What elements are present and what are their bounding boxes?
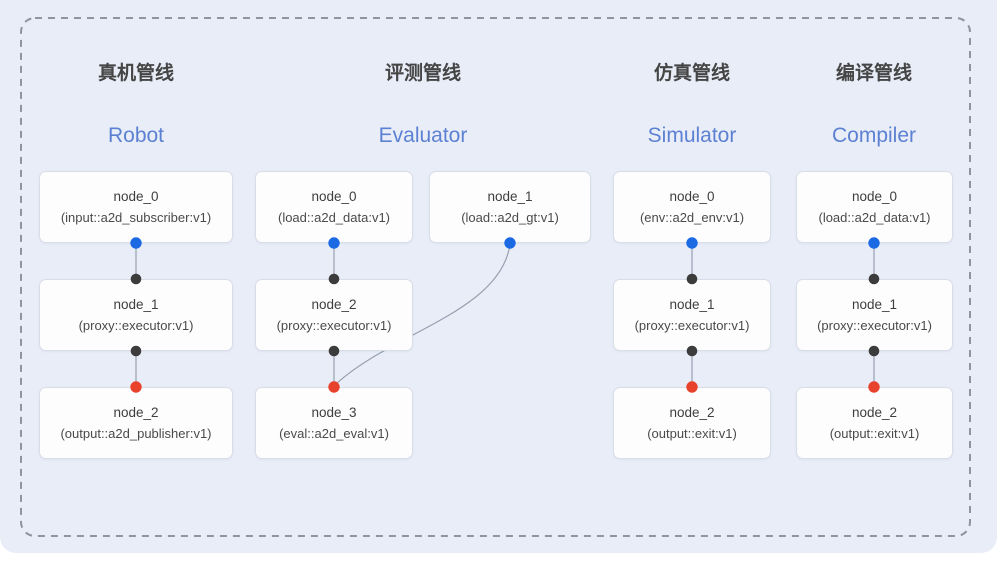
- node-implementation: (proxy::executor:v1): [78, 318, 194, 333]
- node-card-evaluator-node_2: node_2(proxy::executor:v1): [255, 279, 413, 351]
- pipeline-title-en-evaluator: Evaluator: [378, 124, 468, 147]
- node-title: node_2: [311, 297, 357, 312]
- node-card-compiler-node_2: node_2(output::exit:v1): [796, 387, 953, 459]
- node-title: node_2: [851, 405, 898, 420]
- node-implementation: (input::a2d_subscriber:v1): [60, 210, 212, 225]
- node-implementation: (proxy::executor:v1): [634, 318, 750, 333]
- node-card-simulator-node_0: node_0(env::a2d_env:v1): [613, 171, 771, 243]
- node-card-compiler-node_0: node_0(load::a2d_data:v1): [796, 171, 953, 243]
- node-title: node_0: [669, 189, 715, 204]
- pipeline-title-en-robot: Robot: [107, 124, 165, 147]
- pipeline-title-en-compiler: Compiler: [831, 124, 917, 147]
- node-card-evaluator-node_3: node_3(eval::a2d_eval:v1): [255, 387, 413, 459]
- node-title: node_0: [113, 189, 159, 204]
- node-implementation: (env::a2d_env:v1): [639, 210, 745, 225]
- node-implementation: (load::a2d_data:v1): [277, 210, 391, 225]
- node-card-robot-node_0: node_0(input::a2d_subscriber:v1): [39, 171, 233, 243]
- node-card-simulator-node_2: node_2(output::exit:v1): [613, 387, 771, 459]
- node-card-evaluator-node_0: node_0(load::a2d_data:v1): [255, 171, 413, 243]
- node-implementation: (output::exit:v1): [829, 426, 920, 441]
- pipeline-title-zh-robot: 真机管线: [97, 63, 175, 84]
- node-title: node_1: [851, 297, 898, 312]
- node-title: node_2: [113, 405, 159, 420]
- node-implementation: (load::a2d_data:v1): [818, 210, 931, 225]
- pipeline-title-zh-evaluator: 评测管线: [384, 63, 462, 84]
- node-title: node_1: [113, 297, 159, 312]
- node-card-evaluator-node_1: node_1(load::a2d_gt:v1): [429, 171, 591, 243]
- node-implementation: (eval::a2d_eval:v1): [279, 426, 389, 441]
- node-card-robot-node_2: node_2(output::a2d_publisher:v1): [39, 387, 233, 459]
- node-card-robot-node_1: node_1(proxy::executor:v1): [39, 279, 233, 351]
- node-implementation: (output::exit:v1): [647, 426, 737, 441]
- node-implementation: (proxy::executor:v1): [276, 318, 392, 333]
- pipeline-title-en-simulator: Simulator: [647, 124, 737, 147]
- node-title: node_0: [311, 189, 357, 204]
- node-card-compiler-node_1: node_1(proxy::executor:v1): [796, 279, 953, 351]
- node-implementation: (output::a2d_publisher:v1): [60, 426, 212, 441]
- node-implementation: (load::a2d_gt:v1): [461, 210, 559, 225]
- pipeline-title-zh-compiler: 编译管线: [835, 63, 913, 84]
- node-title: node_1: [669, 297, 715, 312]
- node-implementation: (proxy::executor:v1): [817, 318, 932, 333]
- node-title: node_2: [669, 405, 715, 420]
- node-card-simulator-node_1: node_1(proxy::executor:v1): [613, 279, 771, 351]
- node-title: node_1: [487, 189, 533, 204]
- node-title: node_3: [311, 405, 357, 420]
- node-title: node_0: [851, 189, 898, 204]
- pipeline-title-zh-simulator: 仿真管线: [653, 63, 731, 84]
